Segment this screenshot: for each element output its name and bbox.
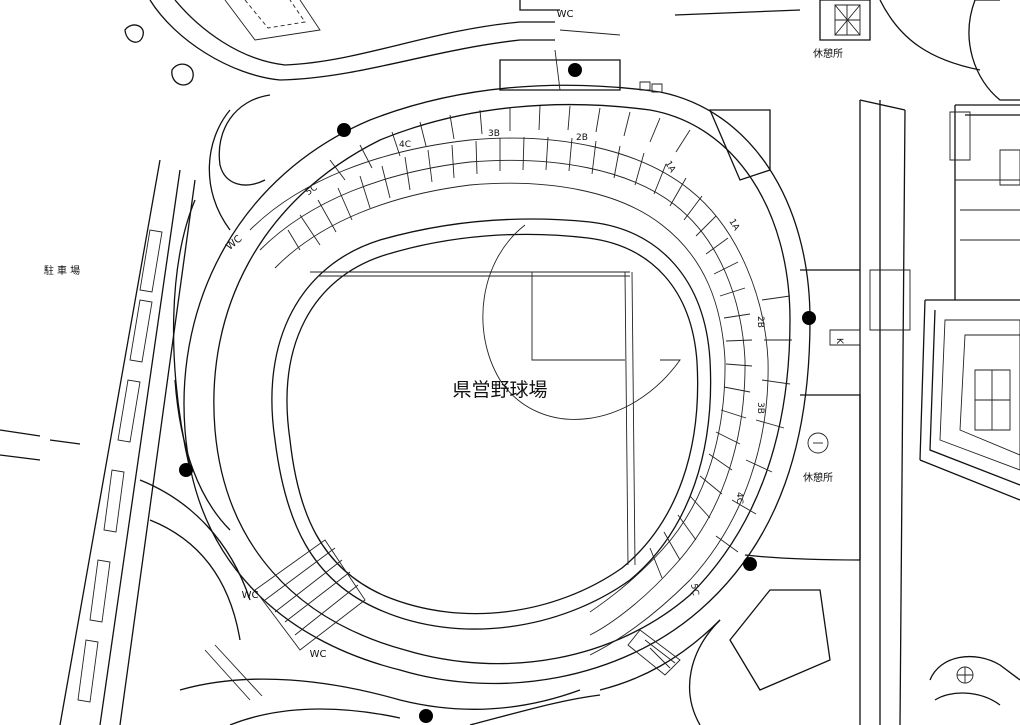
section-label: 3B xyxy=(488,129,500,139)
marker-dot[interactable] xyxy=(419,709,433,723)
field-outer-wall xyxy=(271,218,712,630)
section-label: 2B xyxy=(755,316,765,328)
seating-sections xyxy=(287,105,792,579)
section-label: 5C xyxy=(304,183,320,198)
gate-marker-label: K xyxy=(834,338,844,345)
restroom-label: WC xyxy=(310,649,327,660)
restroom-label: WC xyxy=(557,9,574,20)
marker-dot[interactable] xyxy=(568,63,582,77)
stadium-name-label: 県営野球場 xyxy=(452,379,547,401)
rest-area-label-right: 休憩所 xyxy=(803,471,833,484)
point-markers xyxy=(179,63,816,723)
marker-dot[interactable] xyxy=(743,557,757,571)
section-label: 5C xyxy=(688,583,700,597)
marker-dot[interactable] xyxy=(179,463,193,477)
right-complex xyxy=(919,104,1020,706)
map-labels: 県営野球場 駐 車 場 休憩所 休憩所 WC WC WC WC K 1A 1A … xyxy=(44,9,844,660)
stadium xyxy=(183,29,861,701)
section-label: 2B xyxy=(576,133,588,143)
marker-dot[interactable] xyxy=(802,311,816,325)
section-label: 3B xyxy=(755,402,765,414)
section-label: 1A xyxy=(726,217,741,233)
restroom-label: WC xyxy=(242,590,259,601)
restroom-label: WC xyxy=(224,233,244,252)
rest-area-label-top: 休憩所 xyxy=(813,47,843,60)
marker-dot[interactable] xyxy=(337,123,351,137)
section-label: 4C xyxy=(734,492,744,504)
parking-label: 駐 車 場 xyxy=(44,264,80,277)
section-label: 4C xyxy=(399,140,411,150)
